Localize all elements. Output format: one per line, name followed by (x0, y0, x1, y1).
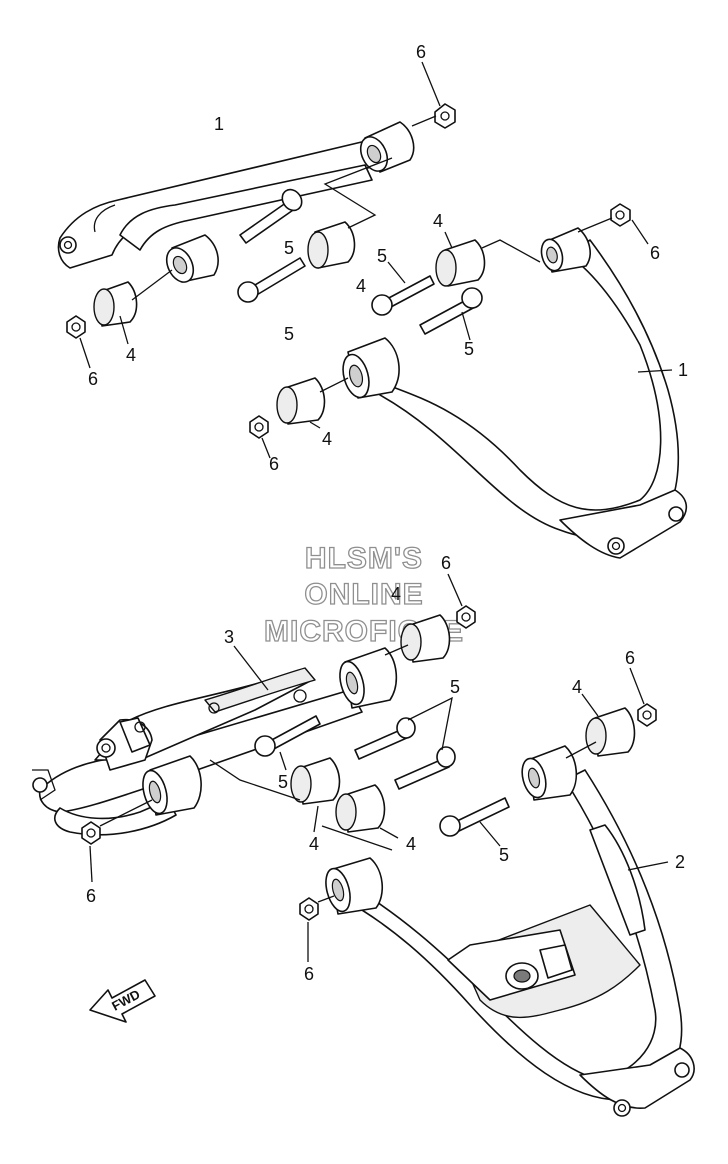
lower-right-arm-front-sleeve (325, 857, 383, 915)
callout-4: 4 (126, 345, 136, 365)
watermark-line-2: ONLINE (304, 578, 423, 611)
bolt-icon (439, 797, 510, 837)
nut-icon (66, 315, 86, 339)
callout-5: 5 (464, 339, 474, 359)
bushing-icon (276, 377, 326, 425)
callout-5: 5 (450, 677, 460, 697)
callout-6: 6 (625, 648, 635, 668)
bolt-icon (419, 287, 483, 335)
callout-labels: 6 1 5 4 5 4 6 4 5 4 5 6 1 6 6 4 3 5 6 4 … (86, 42, 688, 984)
callout-4: 4 (391, 584, 401, 604)
bolt-icon (354, 717, 416, 760)
bushing-icon (335, 784, 386, 833)
callout-6: 6 (88, 369, 98, 389)
bolt-icon (371, 275, 435, 316)
callout-6: 6 (86, 886, 96, 906)
bolt-icon (237, 257, 306, 303)
bushing-icon (307, 221, 356, 269)
bolt-icon (254, 715, 321, 757)
callout-3: 3 (224, 627, 234, 647)
callout-4: 4 (322, 429, 332, 449)
upper-arm-left (57, 121, 415, 283)
bolt-icon (394, 746, 456, 790)
callout-5: 5 (278, 772, 288, 792)
nut-icon (81, 821, 101, 845)
upper-right-arm-front-sleeve (342, 337, 400, 399)
bushing-icon (93, 281, 138, 327)
nut-icon (299, 897, 319, 921)
lower-left-arm-rear-sleeve (339, 647, 398, 709)
bushing-icon (290, 757, 341, 805)
callout-5: 5 (284, 238, 294, 258)
callout-4: 4 (406, 834, 416, 854)
lower-left-arm-front-sleeve (142, 755, 202, 816)
callout-6: 6 (269, 454, 279, 474)
watermark-line-1: HLSM'S (305, 542, 423, 575)
callout-4: 4 (356, 276, 366, 296)
callout-4: 4 (433, 211, 443, 231)
lower-arm-left (32, 647, 398, 836)
callout-2: 2 (675, 852, 685, 872)
lower-arm-right (325, 745, 695, 1117)
nut-icon (456, 605, 476, 629)
bolt-icon (239, 188, 303, 244)
callout-1: 1 (678, 360, 688, 380)
callout-4: 4 (309, 834, 319, 854)
callout-5: 5 (377, 246, 387, 266)
callout-6: 6 (304, 964, 314, 984)
nut-icon (434, 103, 456, 129)
nut-icon (249, 415, 269, 439)
bushing-icon (435, 239, 486, 287)
forward-arrow-icon: FWD (89, 979, 156, 1023)
nut-icon (637, 703, 657, 727)
nut-icon (610, 203, 631, 227)
callout-1: 1 (214, 114, 224, 134)
callout-5: 5 (284, 324, 294, 344)
callout-6: 6 (441, 553, 451, 573)
callout-4: 4 (572, 677, 582, 697)
lower-right-arm-rear-sleeve (521, 745, 578, 801)
upper-arm-right (342, 227, 688, 559)
upper-right-arm-rear-sleeve (540, 227, 591, 273)
callout-5: 5 (499, 845, 509, 865)
bushing-icon (400, 614, 451, 663)
callout-6: 6 (650, 243, 660, 263)
bushing-icon (585, 707, 636, 757)
upper-left-arm-front-sleeve (165, 234, 219, 283)
callout-6: 6 (416, 42, 426, 62)
